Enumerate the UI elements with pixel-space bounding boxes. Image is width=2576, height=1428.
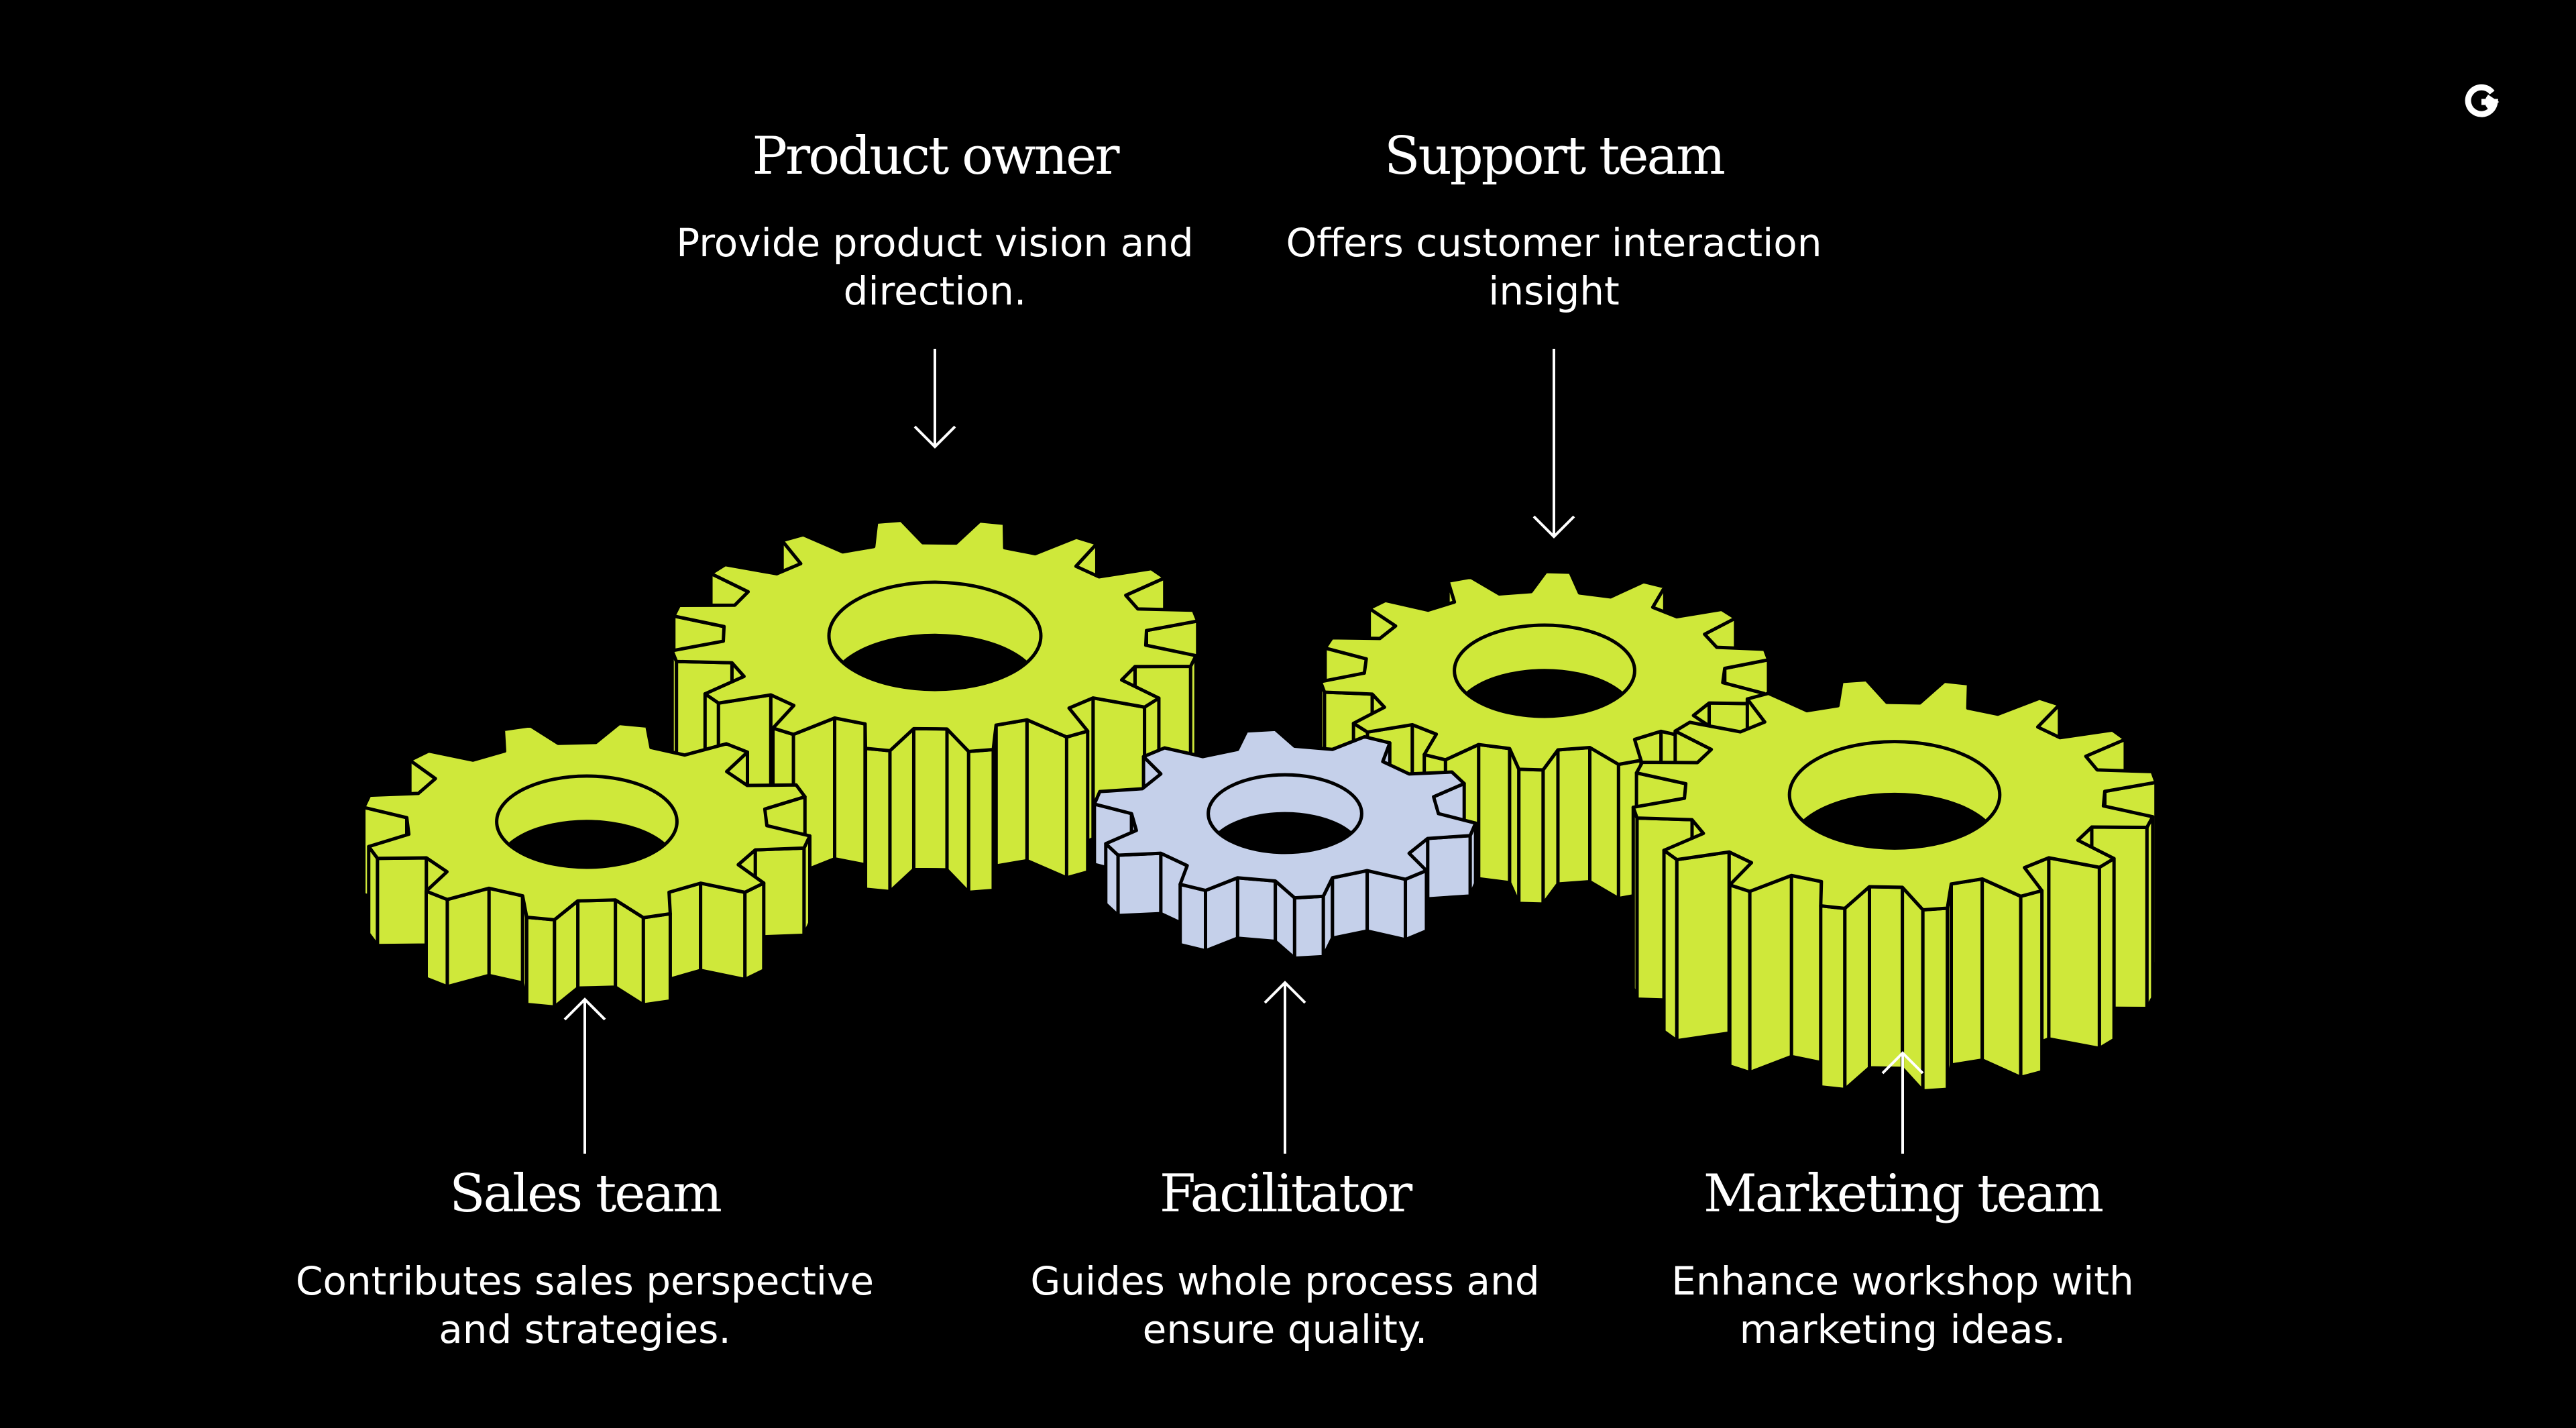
gear-side-face <box>576 898 618 990</box>
gear-hole-shadow <box>829 633 1041 690</box>
gear-side-face <box>1588 745 1620 901</box>
gear-side-face <box>1404 869 1429 942</box>
gear-side-face <box>743 881 766 981</box>
gear-side-face <box>667 881 703 981</box>
gear-side-face <box>994 718 1029 868</box>
sales-team-gear <box>361 722 812 1009</box>
gear-side-face <box>1292 894 1325 960</box>
product-owner-arrow <box>913 349 956 449</box>
gear-side-face <box>1901 885 1925 1093</box>
description-line: marketing ideas. <box>1739 1307 2066 1352</box>
gear-side-face <box>2047 856 2101 1050</box>
marketing-team-description: Enhance workshop with marketing ideas. <box>1671 1257 2134 1354</box>
gear-side-face <box>641 912 672 1007</box>
gear-side-face <box>1426 834 1472 901</box>
facilitator-gear <box>1093 727 1477 960</box>
gear-side-face <box>1025 718 1068 880</box>
description-line: direction. <box>843 268 1027 314</box>
gear-hole-shadow <box>496 820 677 868</box>
gear-side-face <box>1867 885 1905 1070</box>
gear-hole-shadow <box>1454 669 1635 717</box>
gear-side-face <box>1748 873 1793 1075</box>
gear-side-face <box>445 886 491 989</box>
gear-side-face <box>1116 851 1163 918</box>
gear-side-face <box>487 886 524 985</box>
gear-hole <box>1207 773 1363 855</box>
gear-side-face <box>833 716 867 867</box>
gear-side-face <box>1921 906 1950 1093</box>
gear-side-face <box>376 856 429 948</box>
gear-side-face <box>945 727 970 894</box>
gear-side-face <box>1843 885 1871 1091</box>
facilitator-title: Facilitator <box>1159 1164 1412 1224</box>
gear-side-face <box>699 881 747 981</box>
gear-side-face <box>424 889 449 989</box>
gear-side-face <box>2019 889 2044 1079</box>
description-line: Enhance workshop with <box>1671 1258 2134 1304</box>
description-line: insight <box>1488 268 1620 314</box>
description-line: and strategies. <box>439 1307 731 1352</box>
marketing-team-gear <box>1631 678 2158 1093</box>
description-line: Contributes sales perspective <box>295 1258 875 1304</box>
description-line: ensure quality. <box>1142 1307 1428 1352</box>
facilitator-arrow <box>1264 981 1306 1154</box>
gear-side-face <box>864 747 892 893</box>
gear-side-face <box>966 748 995 894</box>
gear-side-face <box>1675 850 1731 1043</box>
product-owner-title: Product owner <box>752 126 1119 186</box>
sales-team-title: Sales team <box>449 1164 722 1224</box>
sales-team-description: Contributes sales perspective and strate… <box>296 1257 874 1354</box>
support-team-description: Offers customer interaction insight <box>1286 219 1822 315</box>
gear-side-face <box>1517 767 1545 906</box>
sales-team-arrow <box>563 997 606 1154</box>
support-team-title: Support team <box>1384 126 1726 186</box>
gear-side-face <box>1235 876 1278 943</box>
gear-side-face <box>1980 877 2023 1079</box>
gear-side-face <box>1365 869 1408 942</box>
gear-side-face <box>1477 743 1512 885</box>
support-team-arrow <box>1532 349 1575 539</box>
gear-side-face <box>1662 848 1679 1043</box>
gear-hole <box>495 774 679 869</box>
description-line: Guides whole process and <box>1030 1258 1540 1304</box>
gear-side-face <box>1331 869 1369 940</box>
gear-side-face <box>1949 877 1984 1067</box>
gear-hole <box>827 580 1043 692</box>
product-owner-description: Provide product vision and direction. <box>676 219 1193 315</box>
gear-side-face <box>1178 882 1207 953</box>
gear-side-face <box>1541 748 1560 906</box>
marketing-team-arrow <box>1881 1051 1924 1154</box>
gear-side-face <box>1819 904 1847 1091</box>
gear-side-face <box>888 726 915 893</box>
gear-side-face <box>1789 873 1824 1064</box>
gear-hole <box>1787 740 2002 850</box>
gear-side-face <box>2097 857 2116 1050</box>
gear-side-face <box>1728 883 1752 1075</box>
gear-hole-shadow <box>1789 792 2000 848</box>
facilitator-description: Guides whole process and ensure quality. <box>1030 1257 1539 1354</box>
description-line: Provide product vision and <box>676 220 1194 266</box>
marketing-team-title: Marketing team <box>1703 1164 2104 1224</box>
gear-side-face <box>1064 729 1090 880</box>
gear-hole <box>1453 623 1636 718</box>
gear-side-face <box>524 915 557 1009</box>
gear-side-face <box>911 726 949 872</box>
description-line: Offers customer interaction <box>1286 220 1822 266</box>
brand-logo-icon <box>2465 84 2500 117</box>
gear-side-face <box>1556 745 1592 886</box>
